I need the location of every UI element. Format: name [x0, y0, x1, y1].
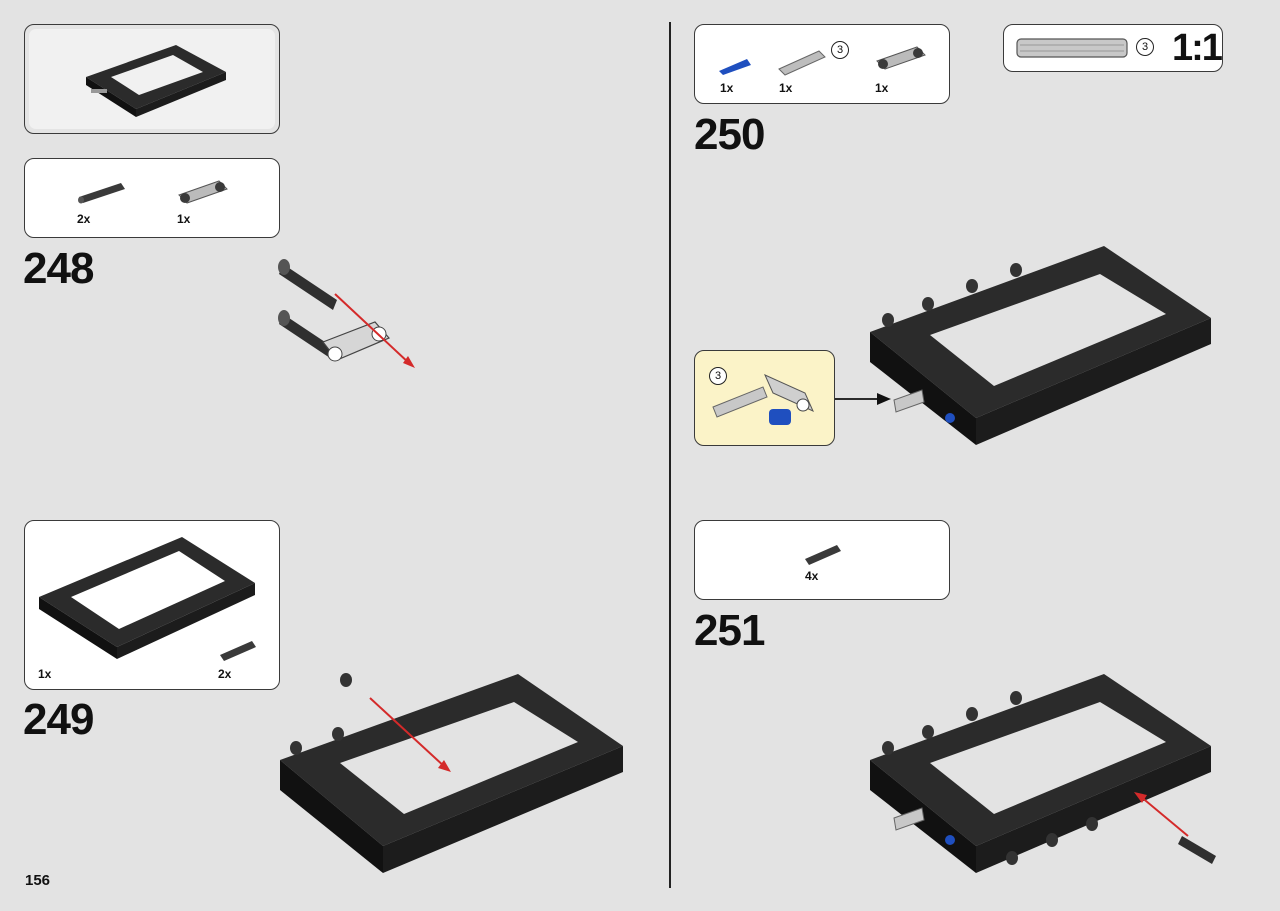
step-251-part-1-qty: 4x — [805, 569, 819, 583]
step-248-part-1-qty: 2x — [77, 212, 91, 226]
step-248-parts-panel: 2x 1x — [24, 158, 280, 238]
axle-pin-black-icon — [78, 183, 125, 204]
scale-callout: 3 — [1136, 38, 1154, 56]
scale-reference-box: 3 1:1 — [1003, 24, 1223, 72]
step-249-part-1-qty: 1x — [38, 667, 52, 681]
step-250-part-1-qty: 1x — [720, 81, 734, 95]
step-251-parts-panel: 4x — [694, 520, 950, 600]
page-divider — [669, 22, 671, 888]
step-250-axle-callout: 3 — [831, 41, 849, 59]
subassembly-callout-panel: 3 — [694, 350, 835, 446]
frame-thumbnail-icon — [86, 45, 226, 117]
axle-scale-icon — [1016, 38, 1128, 58]
step-250-part-2-qty: 1x — [779, 81, 793, 95]
step-249-number: 249 — [23, 695, 94, 744]
axle-grey-icon — [778, 50, 826, 76]
step-251-illustration — [870, 674, 1216, 873]
step-251-number: 251 — [694, 606, 765, 655]
step-250-parts-panel: 1x 3 1x 1x — [694, 24, 950, 104]
subassembly-callout-number: 3 — [709, 367, 727, 385]
page-number: 156 — [25, 872, 51, 889]
subassembly-pointer-arrow — [835, 393, 891, 405]
connector-beam-grey-icon — [178, 180, 228, 204]
step-250-part-3-qty: 1x — [875, 81, 889, 95]
step-248-number: 248 — [23, 244, 94, 293]
step-248-part-2-qty: 1x — [177, 212, 191, 226]
axle-pin-black-icon — [220, 641, 256, 661]
previous-assembly-thumbnail — [24, 24, 280, 134]
axle-pin-black-icon — [805, 545, 841, 565]
step-250-number: 250 — [694, 110, 765, 159]
step-249-arrow — [369, 697, 447, 769]
step-249-parts-panel: 1x 2x — [24, 520, 280, 690]
step-249-illustration — [280, 673, 623, 873]
step-248-arrow — [334, 293, 411, 365]
step-251-arrow — [1139, 795, 1189, 837]
frame-black-icon — [39, 537, 255, 659]
pin-blue-icon — [719, 59, 751, 75]
step-250-illustration — [870, 246, 1211, 445]
step-249-part-2-qty: 2x — [218, 667, 232, 681]
subassembly-icon — [712, 374, 814, 425]
step-248-illustration — [278, 259, 415, 368]
connector-beam-grey-icon — [876, 46, 926, 70]
scale-ratio: 1:1 — [1172, 27, 1223, 69]
